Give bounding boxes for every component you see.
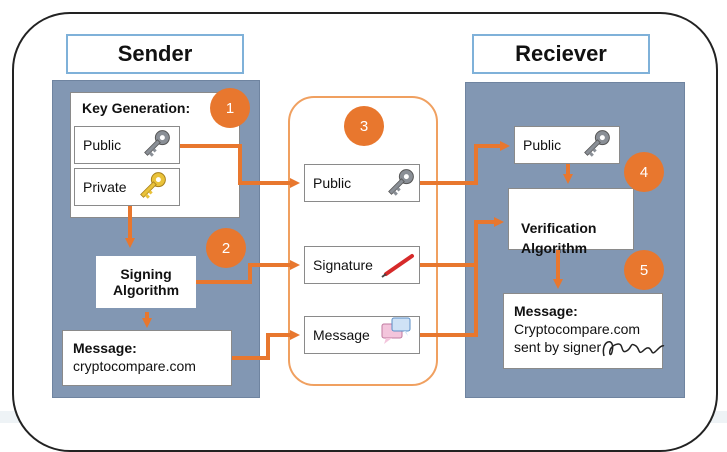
key-generation-label: Key Generation: — [82, 100, 191, 116]
sender-message-label: Message: — [73, 340, 137, 356]
verification-algorithm-box: Verification Algorithm — [508, 188, 634, 256]
middle-message-label: Message — [313, 327, 370, 343]
signing-algorithm-label: Signing Algorithm — [112, 266, 180, 298]
signing-algorithm-box: Signing Algorithm — [96, 256, 196, 308]
signature-scribble — [602, 341, 665, 357]
arrow-message-to-verification — [420, 230, 478, 337]
receiver-title: Reciever — [472, 34, 650, 74]
chat-bubbles-icon — [381, 317, 411, 344]
key-gray-icon-middle — [388, 169, 414, 196]
pen-icon — [381, 254, 414, 278]
middle-public-label: Public — [313, 175, 352, 191]
arrow-signature-to-verification — [420, 217, 504, 267]
step-badge-5: 5 — [624, 250, 664, 290]
step-badge-1: 1 — [210, 88, 250, 128]
key-gray-icon — [144, 130, 170, 157]
step-badge-2: 2 — [206, 228, 246, 268]
sender-private-label: Private — [83, 179, 127, 195]
sender-message-text: cryptocompare.com — [73, 358, 196, 374]
arrow-sender-public-to-middle — [180, 144, 300, 188]
key-gold-icon — [140, 172, 166, 199]
middle-signature-label: Signature — [313, 257, 373, 273]
step-badge-3: 3 — [344, 106, 384, 146]
receiver-public-label: Public — [523, 137, 562, 153]
arrow-message-to-middle — [232, 330, 300, 360]
verification-algorithm-label: Verification Algorithm — [521, 220, 597, 256]
arrow-public-to-receiver — [420, 141, 510, 185]
receiver-sent-by: sent by signer — [514, 339, 602, 355]
middle-message-box: Message — [304, 316, 420, 354]
receiver-message-label: Message: — [514, 303, 578, 319]
sender-message-box: Message: cryptocompare.com — [62, 330, 232, 386]
sender-title: Sender — [66, 34, 244, 74]
step-badge-4: 4 — [624, 152, 664, 192]
receiver-message-box: Message: Cryptocompare.com sent by signe… — [503, 293, 663, 369]
receiver-message-text: Cryptocompare.com — [514, 321, 641, 337]
key-gray-icon-receiver — [584, 130, 610, 157]
arrow-signing-to-signature — [196, 260, 300, 284]
sender-public-label: Public — [83, 137, 122, 153]
connectors-layer — [125, 130, 665, 360]
